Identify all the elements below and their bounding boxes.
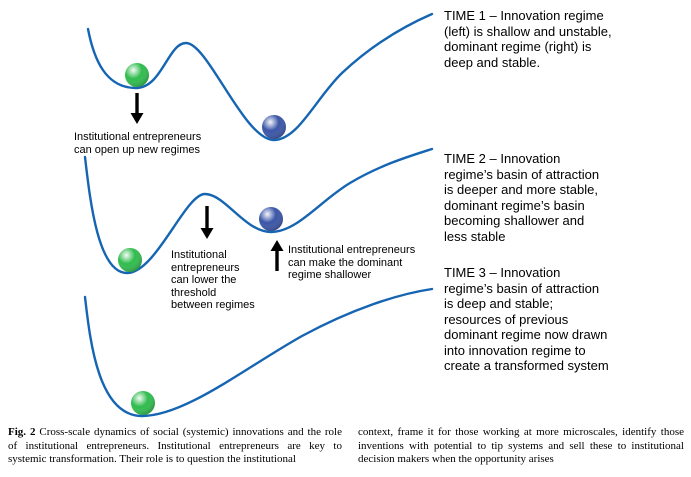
time1-description: TIME 1 – Innovation regime (left) is sha…	[444, 8, 612, 70]
figure-number-label: Fig. 2	[8, 426, 36, 438]
dominant-regime-ball-time1	[262, 115, 286, 139]
dominant-regime-ball-time2	[259, 207, 283, 231]
time2-landscape-curve	[83, 147, 434, 275]
ball-highlight	[259, 207, 283, 231]
time1-landscape-curve	[86, 12, 434, 142]
innovation-regime-ball-time2	[118, 248, 142, 272]
time3-landscape-curve	[83, 287, 434, 418]
figure-caption-right-column: context, frame it for those working at m…	[358, 426, 684, 467]
open-regimes-arrow-down	[130, 93, 144, 124]
figure-caption-left-column: Fig. 2 Cross-scale dynamics of social (s…	[8, 426, 342, 467]
innovation-regime-ball-time1	[125, 63, 149, 87]
ball-highlight	[131, 391, 155, 415]
caption-left-text: Cross-scale dynamics of social (systemic…	[8, 426, 342, 465]
time3-description: TIME 3 – Innovation regime’s basin of at…	[444, 265, 609, 373]
lower-threshold-arrow-down	[200, 206, 214, 239]
caption-right-text: context, frame it for those working at m…	[358, 426, 684, 465]
ball-highlight	[118, 248, 142, 272]
stability-landscape-diagram	[83, 12, 434, 418]
ball-highlight	[262, 115, 286, 139]
ball-highlight	[125, 63, 149, 87]
innovation-regime-ball-time3	[131, 391, 155, 415]
annotation-make-shallower: Institutional entrepreneurs can make the…	[288, 244, 416, 281]
annotation-open-regimes: Institutional entrepreneurs can open up …	[74, 131, 202, 156]
make-shallower-arrow-up	[270, 240, 284, 271]
time2-description: TIME 2 – Innovation regime’s basin of at…	[444, 151, 600, 244]
annotation-lower-threshold: Institutional entrepreneurs can lower th…	[171, 249, 255, 311]
